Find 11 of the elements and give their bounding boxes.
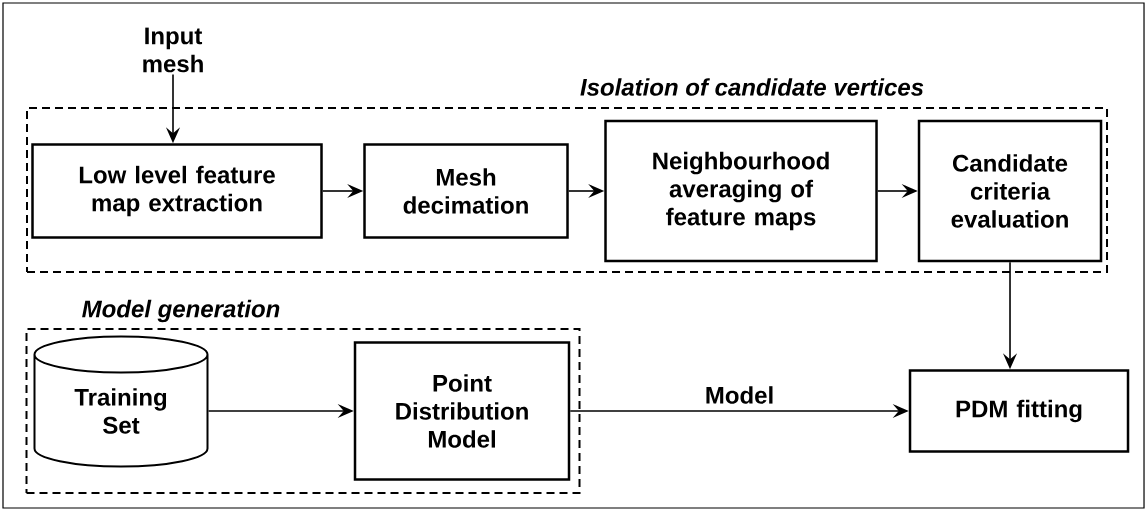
process-box: Candidate criteria evaluation xyxy=(917,119,1103,263)
process-box: Neighbourhood averaging of feature maps xyxy=(604,119,878,263)
process-box: Mesh decimation xyxy=(363,143,569,239)
process-box: PDM fitting xyxy=(908,369,1130,453)
database-cylinder: Training Set xyxy=(33,335,209,468)
process-box: Low level feature map extraction xyxy=(31,143,323,239)
group-heading: Isolation of candidate vertices xyxy=(580,78,924,96)
node-label: Input mesh xyxy=(143,27,203,73)
group-heading: Model generation xyxy=(82,299,280,323)
edge-label: Model xyxy=(702,384,777,406)
process-box: Point Distribution Model xyxy=(353,341,571,481)
